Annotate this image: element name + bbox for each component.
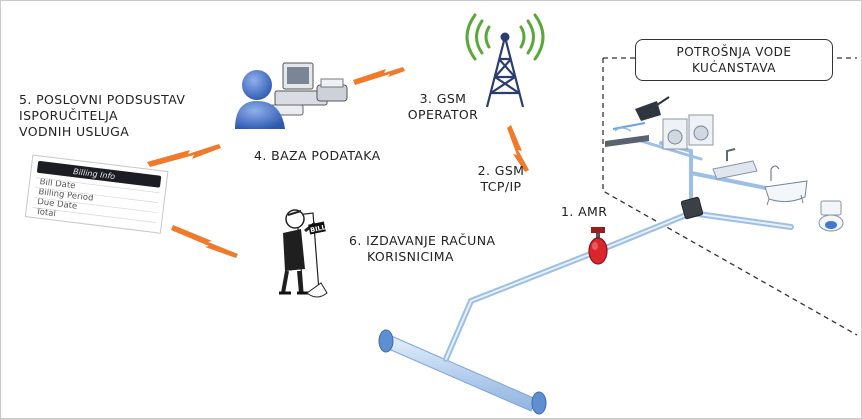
label-gsm-tcpip-line1: 2. GSM — [477, 163, 525, 178]
billing-row: Bill Date — [39, 177, 76, 191]
household-title: POTROŠNJA VODE KUĆANSTAVA — [635, 39, 833, 81]
label-billing-line2: KORISNICIMA — [367, 249, 454, 264]
watering-can-icon — [605, 96, 670, 147]
label-gsm-operator: 3. GSM OPERATOR — [395, 91, 491, 123]
lightning-tower-amr — [507, 125, 529, 172]
label-gsm-tcpip: 2. GSM TCP/IP — [459, 163, 543, 195]
lightning-sheet-bill — [171, 225, 238, 258]
label-amr: 1. AMR — [561, 204, 608, 219]
bathtub-icon — [764, 165, 808, 206]
label-gsm-operator-line2: OPERATOR — [407, 107, 479, 122]
sink-icon — [712, 148, 758, 180]
gsm-tower-icon — [465, 13, 545, 108]
toilet-icon — [818, 200, 844, 232]
user-icon — [235, 70, 285, 129]
database-computer-icon — [262, 62, 348, 116]
label-business-subsystem: 5. POSLOVNI PODSUSTAV ISPORUČITELJA VODN… — [19, 92, 185, 140]
billing-row: Due Date — [37, 197, 78, 212]
lightning-db-tower — [353, 67, 405, 85]
label-business-subsystem-line3: VODNIH USLUGA — [19, 124, 130, 139]
household-title-line2: KUĆANSTAVA — [691, 61, 776, 75]
bill-tag: BILL — [310, 223, 327, 234]
label-business-subsystem-line2: ISPORUČITELJA — [19, 108, 118, 123]
household-title-line1: POTROŠNJA VODE — [676, 45, 792, 59]
label-gsm-operator-line1: 3. GSM — [419, 91, 467, 106]
amr-meter-icon — [588, 227, 608, 265]
label-billing: 6. IZDAVANJE RAČUNA KORISNICIMA — [349, 233, 495, 265]
lightning-sheet-db — [147, 144, 221, 167]
label-database: 4. BAZA PODATAKA — [254, 148, 381, 163]
link-lightning-bolts — [147, 67, 529, 258]
label-business-subsystem-line1: 5. POSLOVNI PODSUSTAV — [19, 92, 186, 107]
bill-man-icon: BILL — [279, 209, 328, 298]
pipe-sensor — [680, 196, 704, 220]
label-gsm-tcpip-line2: TCP/IP — [480, 179, 522, 194]
billing-sheet: Billing Info Bill Date Billing Period Du… — [24, 154, 169, 234]
washing-machines-icon — [662, 114, 714, 150]
household-boundary — [602, 57, 858, 336]
main-water-pipe — [378, 329, 547, 415]
label-billing-line1: 6. IZDAVANJE RAČUNA — [349, 233, 496, 248]
